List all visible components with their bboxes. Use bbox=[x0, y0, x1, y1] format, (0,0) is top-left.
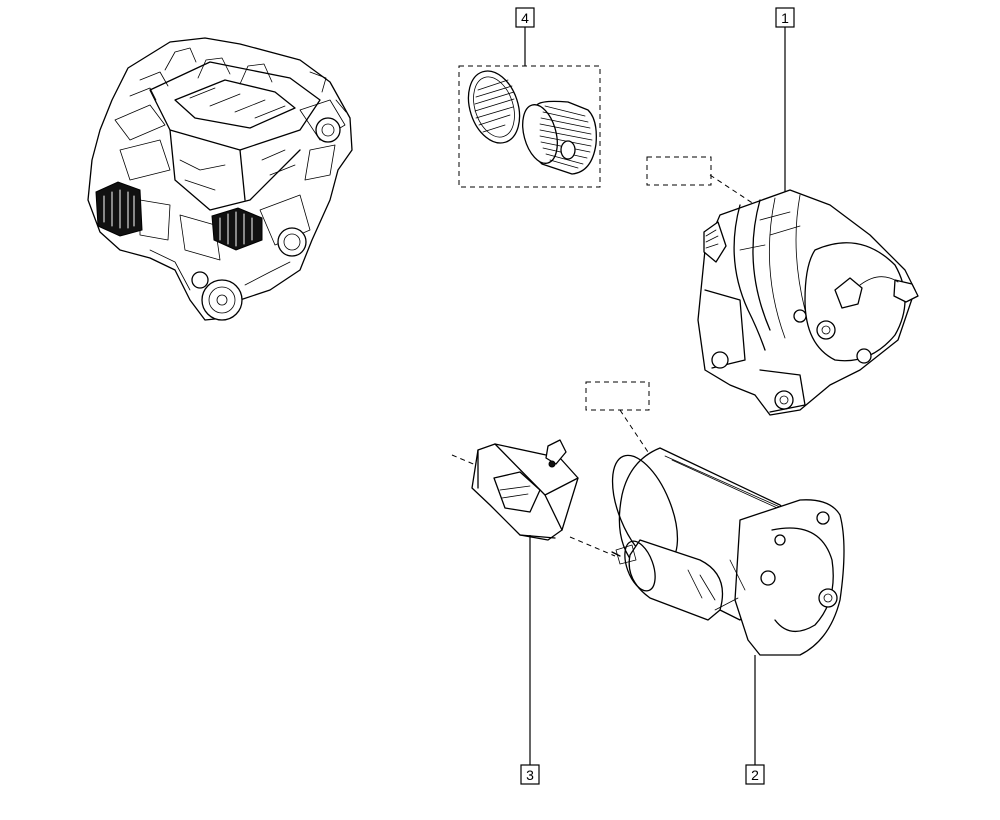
grooved-pulley bbox=[522, 100, 597, 175]
callout-3[interactable]: 3 bbox=[520, 764, 540, 785]
callout-2[interactable]: 2 bbox=[745, 764, 765, 785]
starter-group bbox=[569, 381, 845, 765]
callout-4-label: 4 bbox=[521, 10, 529, 26]
callout-1[interactable]: 1 bbox=[775, 7, 795, 28]
callout-3-label: 3 bbox=[526, 767, 534, 783]
alternator-illustration bbox=[697, 189, 919, 416]
pulley-kit-dashed-frame bbox=[458, 65, 601, 188]
starter-reference-box bbox=[585, 381, 650, 411]
alternator-group bbox=[646, 27, 919, 416]
alternator-reference-box bbox=[646, 156, 712, 186]
callout-2-label: 2 bbox=[751, 767, 759, 783]
callout-4[interactable]: 4 bbox=[515, 7, 535, 28]
pulley-kit-group bbox=[458, 27, 601, 188]
heat-shield-group bbox=[451, 439, 579, 765]
heat-shield-illustration bbox=[471, 439, 579, 541]
pulley-cover-disc bbox=[467, 70, 521, 144]
callout-1-label: 1 bbox=[781, 10, 789, 26]
starter-motor-illustration bbox=[611, 447, 845, 656]
engine-illustration bbox=[87, 37, 353, 321]
